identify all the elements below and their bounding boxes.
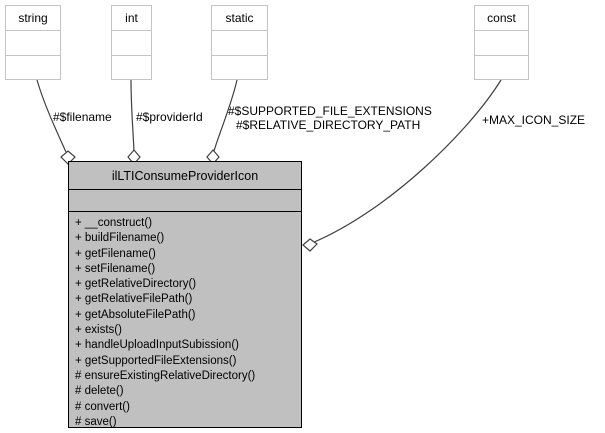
operation-item: + handleUploadInputSubission() [75,339,239,352]
operation-item: # save() [75,415,117,428]
class-node-const-attributes [475,31,528,56]
operation-item: # ensureExistingRelativeDirectory() [75,369,256,382]
operation-item: + getRelativeDirectory() [75,278,197,291]
class-node-main-attributes [69,190,301,212]
edge-label-max-icon-size: +MAX_ICON_SIZE [482,113,586,127]
operation-item: + getFilename() [75,247,156,260]
class-node-static-title: static [212,6,267,31]
operation-item: # delete() [75,385,124,398]
class-node-const[interactable]: const [474,5,529,80]
edge-label-providerid: #$providerId [136,110,203,124]
class-node-const-title: const [475,6,528,31]
operation-item: + buildFilename() [75,232,165,245]
operation-item: + getRelativeFilePath() [75,293,193,306]
edge-label-supported-file-extensions: #$SUPPORTED_FILE_EXTENSIONS [228,104,432,118]
edge-label-relative-directory-path: #$RELATIVE_DIRECTORY_PATH [236,118,421,132]
class-node-string[interactable]: string [5,5,61,80]
class-node-static-operations [212,56,267,81]
class-node-int-attributes [112,31,151,56]
class-node-const-operations [475,56,528,81]
class-node-main-operations: + __construct() + buildFilename() + getF… [69,212,301,430]
edge-static-constants [206,79,238,165]
operation-item: + getAbsoluteFilePath() [75,308,196,321]
operation-item: + getSupportedFileExtensions() [75,354,237,367]
operation-item: + exists() [75,324,122,337]
class-node-int-title: int [112,6,151,31]
class-node-int[interactable]: int [111,5,152,80]
class-node-string-title: string [6,6,60,31]
class-node-string-operations [6,56,60,81]
operation-item: + setFilename() [75,262,156,275]
edge-label-filename: #$filename [53,110,112,124]
operation-item: + __construct() [75,217,153,229]
class-node-string-attributes [6,31,60,56]
class-node-static-attributes [212,31,267,56]
class-node-main[interactable]: ilLTIConsumeProviderIcon + __construct()… [68,161,302,428]
class-node-static[interactable]: static [211,5,268,80]
class-node-main-title: ilLTIConsumeProviderIcon [69,162,301,190]
class-node-int-operations [112,56,151,81]
aggregation-diamond-const [302,238,318,252]
operation-item: # convert() [75,400,130,413]
